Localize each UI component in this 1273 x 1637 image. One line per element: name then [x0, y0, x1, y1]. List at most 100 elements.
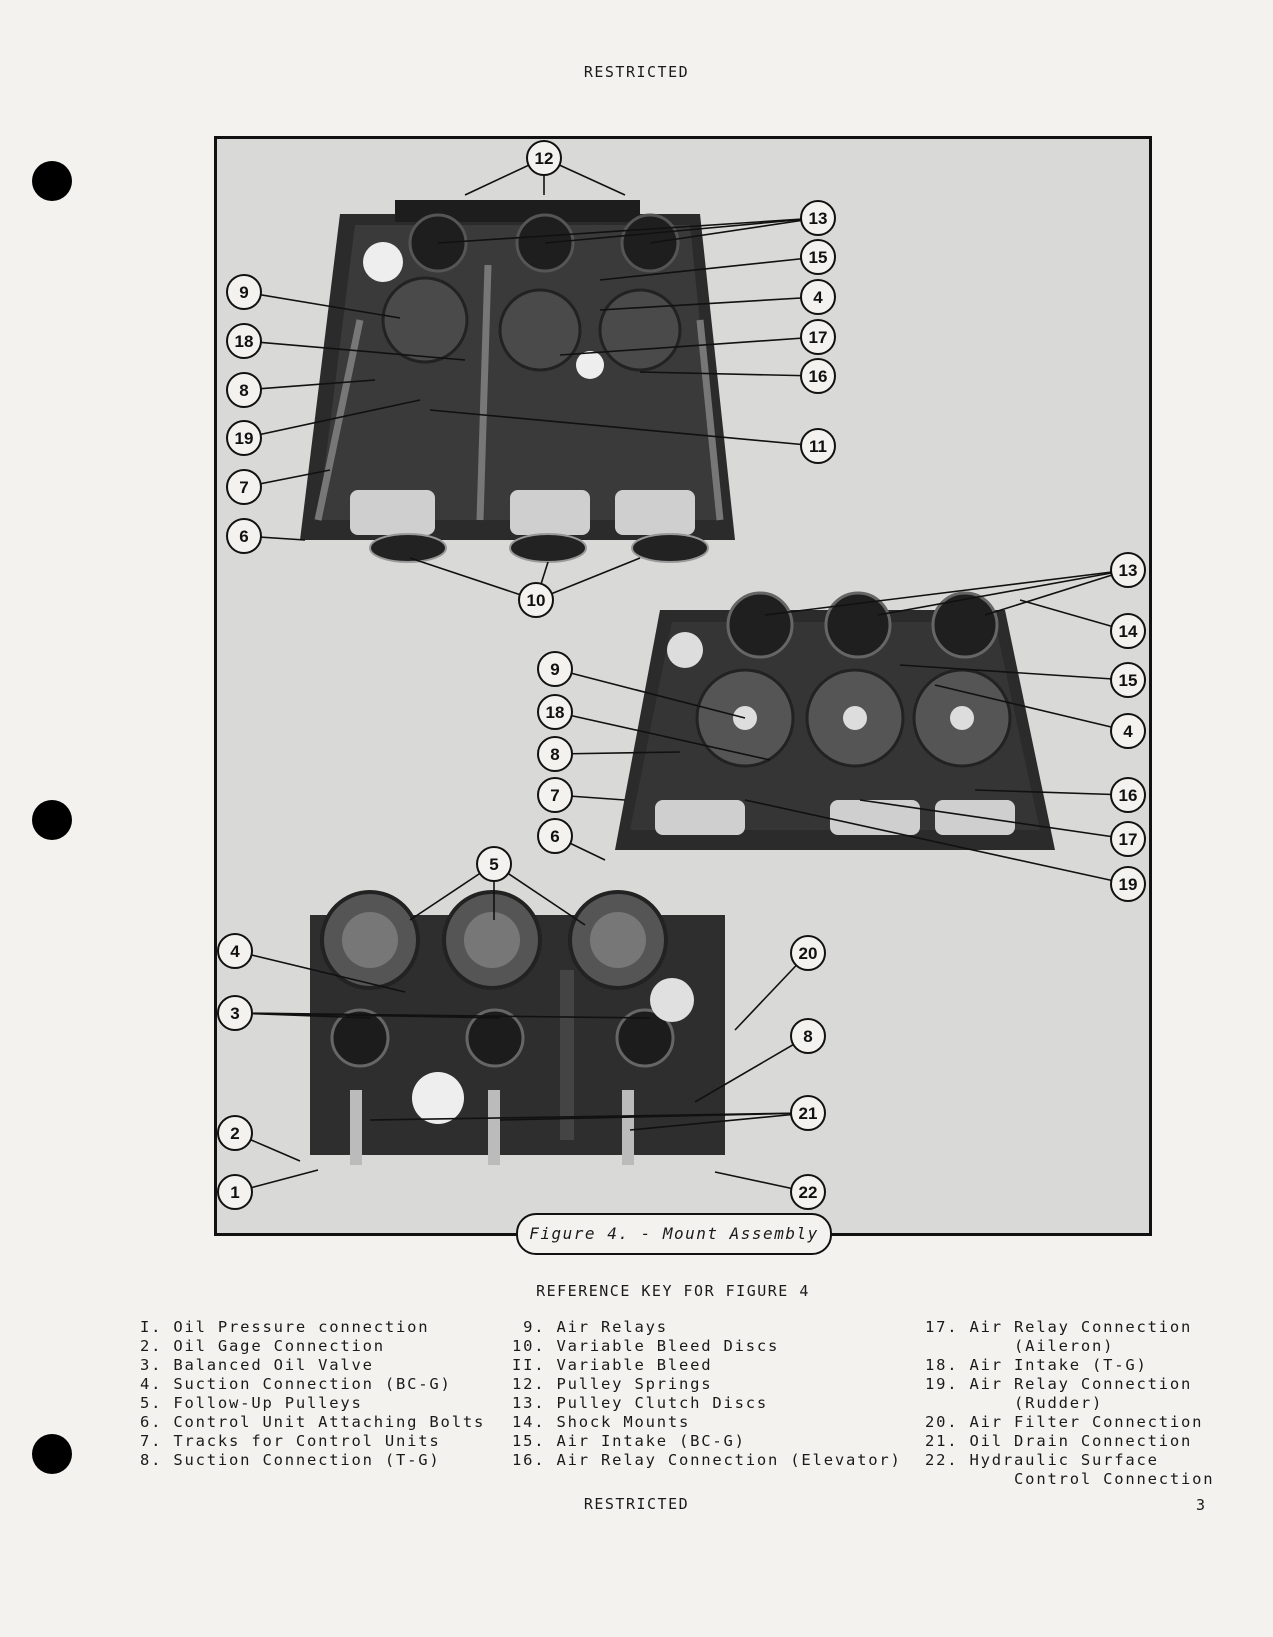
- callout-balloon: [790, 1018, 826, 1054]
- callout-number: 14: [1119, 622, 1138, 641]
- callout-number: 22: [799, 1183, 818, 1202]
- callout-leader-line: [744, 799, 1129, 885]
- callout-balloon: [800, 279, 836, 315]
- callout-leader-line: [234, 950, 406, 993]
- callout-leader-line: [535, 557, 641, 601]
- mount-assembly-illustration: 1213154918171681911761013141594188716617…: [217, 140, 1146, 1210]
- reference-key-title: REFERENCE KEY FOR FIGURE 4: [536, 1282, 810, 1300]
- callout-leader-line: [629, 1112, 809, 1131]
- callout-balloon: [537, 694, 573, 730]
- callout-leader-line: [694, 1035, 809, 1103]
- callout-number: 10: [527, 591, 546, 610]
- callout-number: 2: [230, 1124, 239, 1143]
- figure-caption: Figure 4. - Mount Assembly: [516, 1213, 832, 1255]
- callout-leader-line: [499, 1112, 809, 1121]
- reference-key-item: 10. Variable Bleed Discs: [512, 1337, 780, 1355]
- callout-number: 13: [809, 209, 828, 228]
- callout-number: 12: [535, 149, 554, 168]
- callout-leader-line: [934, 684, 1129, 732]
- callout-leader-line: [984, 569, 1129, 616]
- reference-key-item: I. Oil Pressure connection: [140, 1318, 430, 1336]
- callout-balloon: [226, 420, 262, 456]
- reference-key-item: 20. Air Filter Connection: [925, 1413, 1204, 1431]
- callout-leader-line: [559, 336, 819, 356]
- callout-balloon: [537, 777, 573, 813]
- callout-balloon: [790, 1095, 826, 1131]
- reference-key-item: 16. Air Relay Connection (Elevator): [512, 1451, 902, 1469]
- middle-view-unit: [615, 591, 1055, 850]
- callout-number: 8: [239, 381, 248, 400]
- callout-balloon: [1110, 662, 1146, 698]
- callout-balloon: [226, 274, 262, 310]
- reference-key-item: 2. Oil Gage Connection: [140, 1337, 385, 1355]
- callout-number: 13: [1119, 561, 1138, 580]
- callout-leader-line: [243, 379, 376, 391]
- callout-balloon: [217, 1115, 253, 1151]
- callout-balloon: [800, 200, 836, 236]
- callout-leader-line: [974, 789, 1129, 796]
- callout-leader-line: [554, 668, 746, 719]
- callout-leader-line: [764, 569, 1129, 616]
- reference-key-item: 7. Tracks for Control Units: [140, 1432, 441, 1450]
- callout-number: 17: [1119, 830, 1138, 849]
- callout-number: 6: [550, 827, 559, 846]
- callout-balloon: [526, 140, 562, 176]
- callout-balloon: [790, 935, 826, 971]
- reference-key-item: (Aileron): [925, 1337, 1115, 1355]
- reference-key-item: 3. Balanced Oil Valve: [140, 1356, 374, 1374]
- callout-balloon: [217, 1174, 253, 1210]
- callout-leader-line: [493, 863, 586, 926]
- callout-leader-line: [599, 296, 819, 311]
- callout-leader-line: [1019, 599, 1129, 632]
- reference-key-item: (Rudder): [925, 1394, 1104, 1412]
- callout-number: 4: [230, 942, 240, 961]
- reference-key-item: 13. Pulley Clutch Discs: [512, 1394, 769, 1412]
- reference-key-item: 19. Air Relay Connection: [925, 1375, 1193, 1393]
- callout-leader-line: [859, 799, 1129, 840]
- callout-balloon: [226, 518, 262, 554]
- callout-balloon: [800, 239, 836, 275]
- callout-balloon: [217, 995, 253, 1031]
- callout-balloon: [537, 736, 573, 772]
- reference-key-item: 17. Air Relay Connection: [925, 1318, 1193, 1336]
- callout-number: 7: [550, 786, 559, 805]
- callout-balloon: [1110, 713, 1146, 749]
- callout-leader-line: [243, 340, 466, 361]
- callout-number: 7: [239, 478, 248, 497]
- callout-number: 5: [489, 855, 498, 874]
- callout-leader-line: [429, 409, 819, 447]
- callout-number: 17: [809, 328, 828, 347]
- callout-leader-line: [649, 217, 819, 244]
- callout-leader-line: [243, 291, 401, 319]
- callout-balloon: [217, 933, 253, 969]
- callout-number: 20: [799, 944, 818, 963]
- callout-number: 18: [235, 332, 254, 351]
- reference-key-item: 15. Air Intake (BC-G): [512, 1432, 746, 1450]
- callout-balloon: [537, 818, 573, 854]
- binder-hole-middle: [32, 800, 72, 840]
- binder-hole-bottom: [32, 1434, 72, 1474]
- reference-key-item: 12. Pulley Springs: [512, 1375, 713, 1393]
- callout-number: 9: [239, 283, 248, 302]
- reference-key-item: II. Variable Bleed: [512, 1356, 713, 1374]
- reference-key-item: 22. Hydraulic Surface: [925, 1451, 1159, 1469]
- callout-number: 19: [235, 429, 254, 448]
- callout-balloon: [1110, 613, 1146, 649]
- callout-leader-line: [243, 399, 421, 439]
- callout-number: 9: [550, 660, 559, 679]
- reference-key-item: 8. Suction Connection (T-G): [140, 1451, 441, 1469]
- callout-balloon: [226, 469, 262, 505]
- callout-balloon: [1110, 777, 1146, 813]
- callout-balloon: [226, 323, 262, 359]
- callout-leader-line: [877, 569, 1129, 616]
- bottom-view-unit: [310, 890, 725, 1165]
- callout-number: 8: [803, 1027, 812, 1046]
- callout-number: 11: [809, 437, 827, 456]
- security-marking-footer: RESTRICTED: [583, 1495, 690, 1513]
- reference-key-item: Control Connection: [925, 1470, 1215, 1488]
- callout-number: 16: [1119, 786, 1138, 805]
- callout-leader-line: [409, 557, 537, 601]
- callout-balloon: [1110, 552, 1146, 588]
